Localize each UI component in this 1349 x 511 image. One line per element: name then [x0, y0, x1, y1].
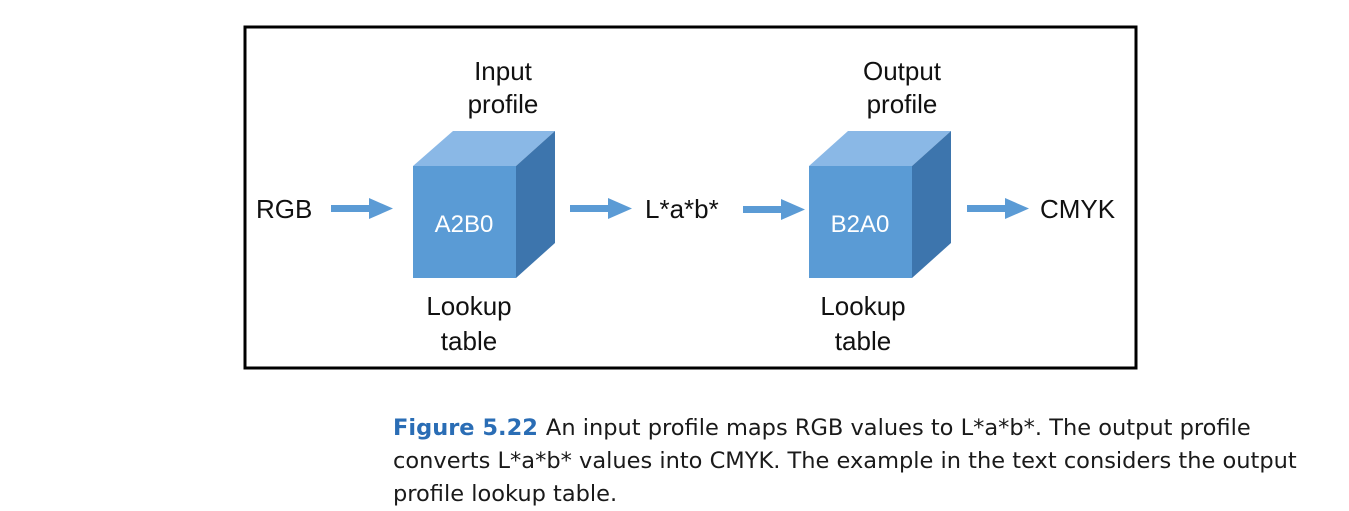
profile-diagram: A2B0 B2A0 RGB L*a*b* CMYK Input profile … [243, 25, 1138, 370]
arrow-input-to-lab [570, 198, 632, 219]
figure-number: Figure 5.22 [393, 415, 538, 441]
output-profile-title-line2: profile [867, 89, 938, 119]
input-cube-front-face [413, 166, 516, 278]
input-cube-side-face [516, 131, 555, 278]
input-cube-top-face [413, 131, 555, 166]
output-cube-top-face [809, 131, 951, 166]
output-lookup-label-line1: Lookup [820, 291, 905, 321]
lab-label: L*a*b* [645, 194, 719, 224]
output-profile-cube: B2A0 [809, 131, 951, 278]
output-cube-front-face [809, 166, 912, 278]
input-cube-label: A2B0 [435, 211, 494, 238]
output-cube-side-face [912, 131, 951, 278]
input-profile-title-line2: profile [468, 89, 539, 119]
output-lookup-label-line2: table [835, 326, 891, 356]
output-profile-title-line1: Output [863, 56, 942, 86]
input-lookup-label-line1: Lookup [426, 291, 511, 321]
arrow-lab-to-output [743, 199, 805, 220]
output-cube-label: B2A0 [831, 211, 890, 238]
input-lookup-label-line2: table [441, 326, 497, 356]
input-profile-title-line1: Input [474, 56, 533, 86]
diagram-frame [243, 25, 1138, 370]
input-profile-cube: A2B0 [413, 131, 555, 278]
arrow-output-to-cmyk [967, 198, 1029, 219]
arrow-rgb-to-input [331, 198, 393, 219]
cmyk-label: CMYK [1040, 194, 1116, 224]
rgb-label: RGB [256, 194, 312, 224]
caption-text: An input profile maps RGB values to L*a*… [393, 415, 1297, 507]
